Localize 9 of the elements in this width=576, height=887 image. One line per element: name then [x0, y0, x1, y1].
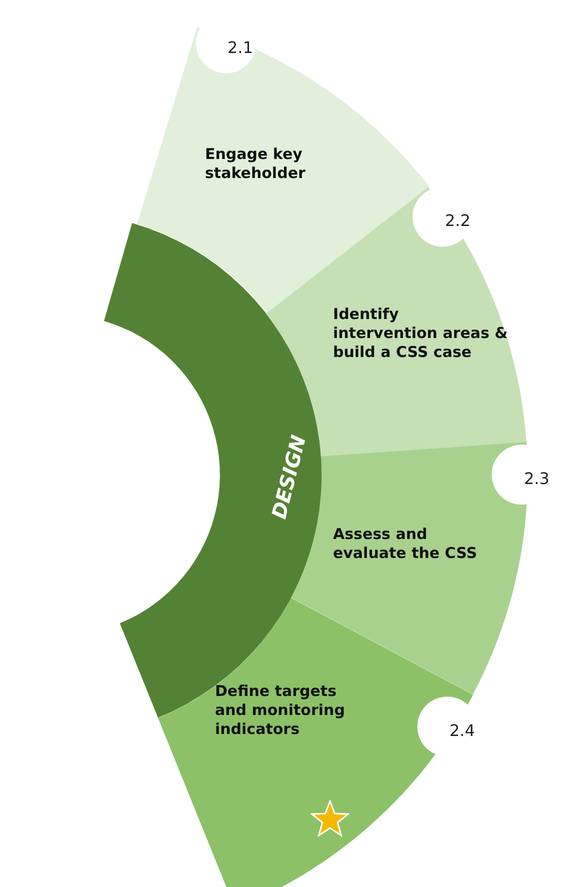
step-label: Engage key stakeholder — [204, 144, 306, 183]
step-label: Assess and evaluate the CSS — [332, 524, 478, 563]
step-number: 2.3 — [524, 468, 550, 488]
step-label: Identify intervention areas & build a CSS case — [332, 304, 508, 362]
step-number: 2.1 — [228, 38, 253, 57]
step-number: 2.4 — [449, 720, 475, 740]
step-number: 2.2 — [445, 210, 470, 230]
band-title: DESIGN — [266, 432, 310, 522]
step-label: Define targets and monitoring indicators — [214, 682, 346, 739]
